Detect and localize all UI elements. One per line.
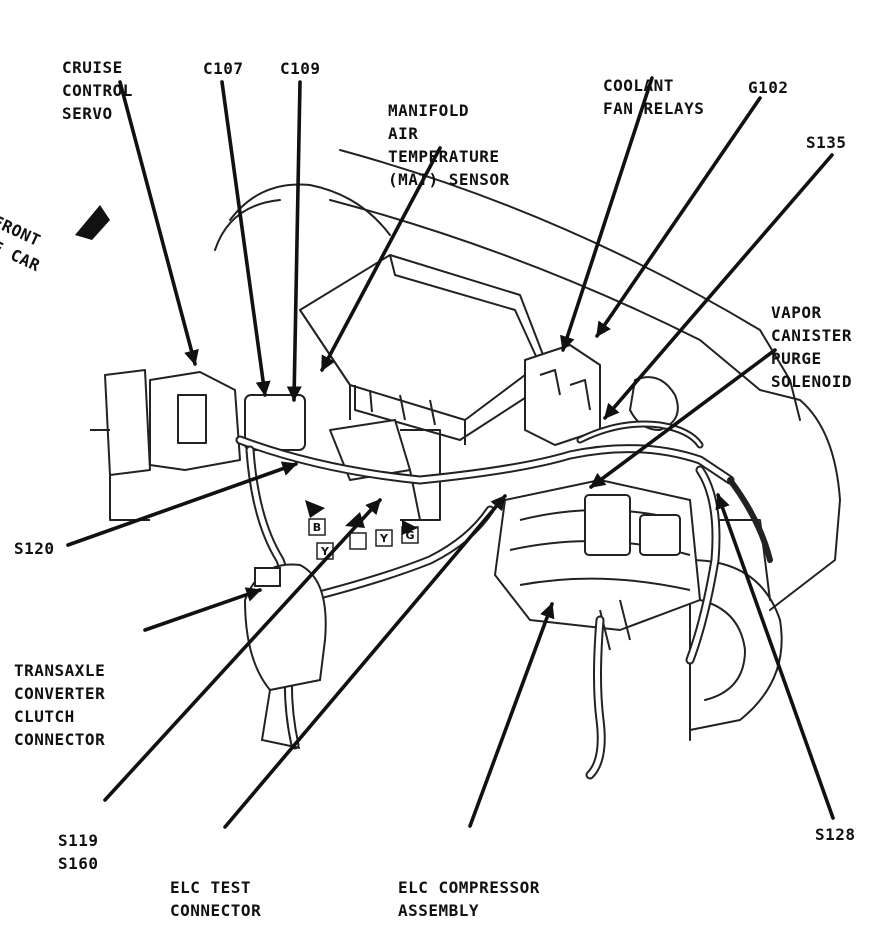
label-s120: S120	[14, 539, 55, 558]
wire-tag-1: B	[313, 521, 321, 534]
strut-tower-inner	[214, 199, 281, 251]
leader-c107	[220, 80, 271, 397]
wire-arrow-1	[305, 500, 325, 518]
wire-tag-3: Y	[379, 532, 389, 545]
leader-coolant-relays	[560, 76, 654, 352]
wheel-arch-inner	[699, 599, 746, 701]
air-cleaner-box	[299, 254, 546, 421]
leader-vapor-canister	[589, 348, 777, 489]
servo-bracket	[104, 369, 151, 476]
leader-c109	[286, 80, 302, 402]
leader-s128	[715, 493, 835, 820]
leader-g102	[595, 96, 762, 338]
wire-tag-4: G	[405, 529, 414, 542]
label-c107: C107	[203, 59, 244, 78]
fender-right	[759, 389, 841, 611]
wheel-arch	[689, 559, 783, 731]
leader-s120	[66, 461, 298, 547]
leader-cruise-servo	[118, 80, 199, 366]
leader-s119	[103, 498, 382, 802]
fender-line	[329, 199, 761, 391]
label-s135: S135	[806, 133, 847, 152]
engine-illustration: B Y Y G	[66, 76, 841, 829]
front-of-car-arrow	[75, 205, 110, 240]
label-g102: G102	[748, 78, 789, 97]
leader-elc-test	[223, 494, 507, 829]
leader-transaxle	[143, 587, 262, 632]
leader-elc-compressor	[468, 602, 555, 828]
wire-arrow-3	[402, 520, 418, 535]
leader-s135	[603, 153, 834, 420]
leader-mat-sensor	[320, 146, 442, 372]
wire-tag-2: Y	[320, 545, 330, 558]
label-c109: C109	[280, 59, 321, 78]
relay-block	[524, 344, 601, 446]
hood-edge	[339, 149, 801, 421]
strut-tower	[229, 183, 391, 236]
label-s128: S128	[815, 825, 856, 844]
